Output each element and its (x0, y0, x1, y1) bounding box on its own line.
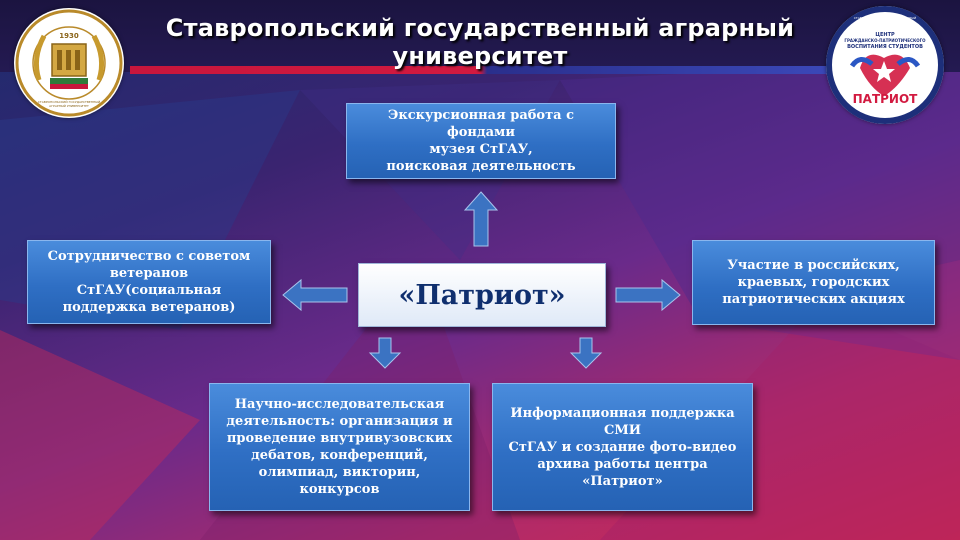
patriot-emblem-caption: СТАВРОПОЛЬСКИЙ ГОСУДАРСТВЕННЫЙ АГРАРНЫЙ … (853, 16, 917, 24)
patriot-emblem-name: ПАТРИОТ (852, 92, 918, 106)
center-box-patriot: «Патриот» (358, 263, 606, 327)
box-patriotic-actions: Участие в российских, краевых, городских… (692, 240, 935, 325)
header-stripe (130, 66, 830, 74)
box-research-activity: Научно-исследовательская деятельность: о… (209, 383, 470, 511)
center-label: «Патриот» (398, 279, 566, 311)
arrow-right-icon (615, 278, 681, 312)
arrow-down-right-icon (569, 337, 603, 369)
box-media-support: Информационная поддержка СМИ СтГАУ и соз… (492, 383, 753, 511)
header-bar (0, 0, 960, 72)
box-museum-excursions: Экскурсионная работа с фондами музея СтГ… (346, 103, 616, 179)
patriot-center-emblem-icon: ЦЕНТР ГРАЖДАНСКО-ПАТРИОТИЧЕСКОГО ВОСПИТА… (826, 6, 944, 124)
university-emblem-caption: СТАВРОПОЛЬСКИЙ ГОСУДАРСТВЕННЫЙ АГРАРНЫЙ … (37, 100, 101, 108)
university-emblem-year: 1930 (59, 32, 79, 40)
patriot-emblem-line2: ГРАЖДАНСКО-ПАТРИОТИЧЕСКОГО (844, 38, 926, 43)
patriot-emblem-line1: ЦЕНТР (875, 32, 895, 38)
arrow-left-icon (282, 278, 348, 312)
arrow-down-left-icon (368, 337, 402, 369)
box-veterans-cooperation: Сотрудничество с советом ветеранов СтГАУ… (27, 240, 271, 324)
page-title: Ставропольский государственный аграрный … (165, 14, 795, 70)
patriot-emblem-line3: ВОСПИТАНИЯ СТУДЕНТОВ (847, 44, 923, 50)
university-emblem-icon: 1930 СТАВРОПОЛЬСКИЙ ГОСУДАРСТВЕННЫЙ АГРА… (14, 8, 124, 118)
arrow-up-icon (463, 191, 499, 247)
